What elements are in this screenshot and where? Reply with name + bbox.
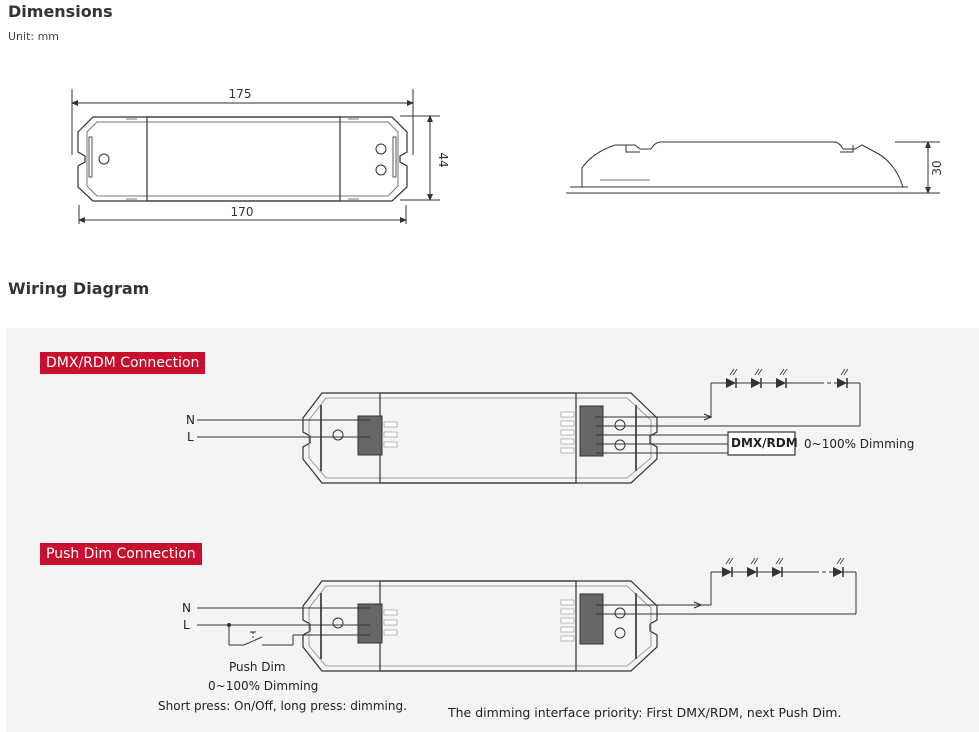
priority-note: The dimming interface priority: First DM… [448, 705, 842, 720]
dmx-rdm-box-label: DMX/RDM [731, 436, 798, 450]
dmx-connection-tag: DMX/RDM Connection [40, 352, 206, 374]
dmx-n-label: N [186, 413, 195, 427]
push-dim-connection-tag: Push Dim Connection [40, 543, 202, 565]
dimensions-heading: Dimensions [8, 2, 113, 21]
dim-30-label: 30 [930, 160, 944, 175]
dim-175-label: 175 [229, 87, 252, 101]
dim-44-label: 44 [436, 152, 450, 167]
dmx-dimming-range: 0~100% Dimming [804, 437, 915, 451]
unit-label: Unit: mm [8, 30, 60, 43]
short-press-note: Short press: On/Off, long press: dimming… [158, 699, 407, 713]
push-dim-label: Push Dim [229, 660, 286, 674]
push-n-label: N [182, 601, 191, 615]
push-l-label: L [183, 618, 190, 632]
dimension-drawing: 175 170 44 30 [71, 87, 944, 224]
push-dimming-range: 0~100% Dimming [208, 679, 319, 693]
dmx-l-label: L [187, 430, 194, 444]
wiring-heading: Wiring Diagram [8, 279, 150, 298]
dim-170-label: 170 [231, 205, 254, 219]
wiring-panel [6, 328, 979, 732]
